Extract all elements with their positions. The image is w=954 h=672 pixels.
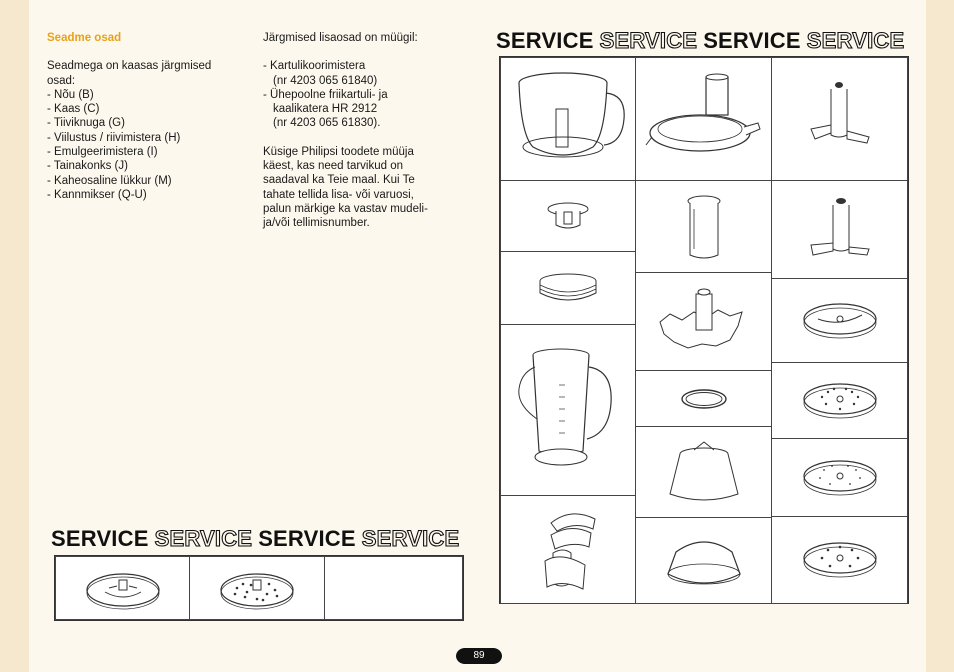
parts-item: - Kaas (C) bbox=[47, 103, 100, 116]
spare-parts-grid bbox=[499, 56, 909, 604]
part-cell bbox=[635, 517, 772, 604]
pusher-icon bbox=[687, 195, 720, 258]
part-cell bbox=[771, 516, 908, 604]
service-word-outline: SERVICE bbox=[806, 27, 905, 53]
accessory-line: - Kartulikoorimistera bbox=[263, 60, 366, 73]
service-word: SERVICE bbox=[258, 526, 356, 551]
base-cover-icon bbox=[666, 541, 741, 584]
service-word-outline: SERVICE bbox=[154, 525, 253, 551]
part-cell bbox=[771, 438, 908, 517]
part-cell bbox=[771, 180, 908, 279]
part-cell bbox=[771, 278, 908, 363]
pusher-parts-icon bbox=[544, 512, 596, 590]
accessories-intro: Järgmised lisaosad on müügil: bbox=[263, 32, 418, 44]
service-word: SERVICE bbox=[703, 28, 801, 53]
note-line: Küsige Philipsi toodete müüja bbox=[263, 145, 414, 158]
parts-item: - Kaheosaline lükkur (M) bbox=[47, 174, 172, 187]
coarse-grating-insert-icon bbox=[802, 382, 877, 418]
lid-icon bbox=[645, 73, 761, 152]
note-line: käest, kas need tarvikud on bbox=[263, 160, 403, 173]
parts-list-column: Seadme osad Seadmega on kaasas järgmised… bbox=[47, 31, 247, 202]
parts-item: - Emulgeerimistera (I) bbox=[47, 146, 158, 159]
parts-item: - Nõu (B) bbox=[47, 88, 94, 101]
dough-hook-icon bbox=[809, 197, 870, 256]
note-line: palun märkige ka vastav mudeli- bbox=[263, 202, 428, 215]
accessories-column: Järgmised lisaosad on müügil: - Kartulik… bbox=[263, 31, 463, 231]
intro-line: Seadmega on kaasas järgmised bbox=[47, 60, 212, 73]
accessory-line: - Ühepoolne friikartuli- ja bbox=[263, 88, 388, 101]
section-heading: Seadme osad bbox=[47, 32, 122, 44]
service-word: SERVICE bbox=[51, 526, 149, 551]
part-cell bbox=[635, 272, 772, 371]
parts-item: - Viilustus / riivimistera (H) bbox=[47, 131, 181, 144]
blender-jar-icon bbox=[518, 348, 612, 466]
shredding-insert-icon bbox=[802, 542, 877, 578]
parts-item: - Tainakonks (J) bbox=[47, 160, 128, 173]
service-word-outline: SERVICE bbox=[361, 525, 460, 551]
accessory-line: (nr 4203 065 61830). bbox=[273, 117, 381, 130]
part-cell bbox=[500, 180, 636, 252]
bowl-icon bbox=[518, 72, 625, 158]
part-cell bbox=[500, 57, 636, 181]
coupling-icon bbox=[547, 202, 589, 229]
part-cell bbox=[635, 370, 772, 427]
part-cell bbox=[771, 57, 908, 181]
parts-item: - Kannmikser (Q-U) bbox=[47, 188, 147, 201]
page-number-badge: 89 bbox=[456, 648, 502, 664]
note-line: ja/või tellimisnumber. bbox=[263, 217, 370, 230]
seal-ring-icon bbox=[539, 273, 597, 301]
service-word: SERVICE bbox=[496, 28, 594, 53]
empty-cell bbox=[324, 556, 463, 620]
blade-unit-icon bbox=[668, 441, 739, 501]
note-line: saadaval ka Teie maal. Kui Te bbox=[263, 174, 415, 187]
part-cell bbox=[500, 495, 636, 604]
gasket-icon bbox=[680, 388, 727, 409]
part-cell bbox=[500, 324, 636, 496]
knife-blade-icon bbox=[809, 82, 870, 144]
service-word-outline: SERVICE bbox=[599, 27, 698, 53]
part-cell bbox=[635, 57, 772, 181]
part-cell bbox=[635, 180, 772, 273]
parts-item: - Tiiviknuga (G) bbox=[47, 117, 125, 130]
note-line: tahate tellida lisa- või varuosi, bbox=[263, 188, 414, 201]
fine-grating-insert-icon bbox=[802, 459, 877, 495]
slicing-insert-icon bbox=[802, 302, 877, 338]
part-cell bbox=[635, 426, 772, 518]
accessory-line: kaalikatera HR 2912 bbox=[273, 103, 378, 116]
part-cell bbox=[55, 556, 190, 620]
slicing-disc-icon bbox=[85, 573, 160, 610]
accessory-line: (nr 4203 065 61840) bbox=[273, 74, 378, 87]
part-cell bbox=[500, 251, 636, 325]
grating-disc-icon bbox=[220, 573, 294, 610]
part-cell bbox=[189, 556, 325, 620]
intro-line: osad: bbox=[47, 74, 76, 87]
spare-parts-grid-small bbox=[54, 555, 464, 621]
part-cell bbox=[771, 362, 908, 439]
emulsifying-disc-icon bbox=[658, 288, 743, 349]
